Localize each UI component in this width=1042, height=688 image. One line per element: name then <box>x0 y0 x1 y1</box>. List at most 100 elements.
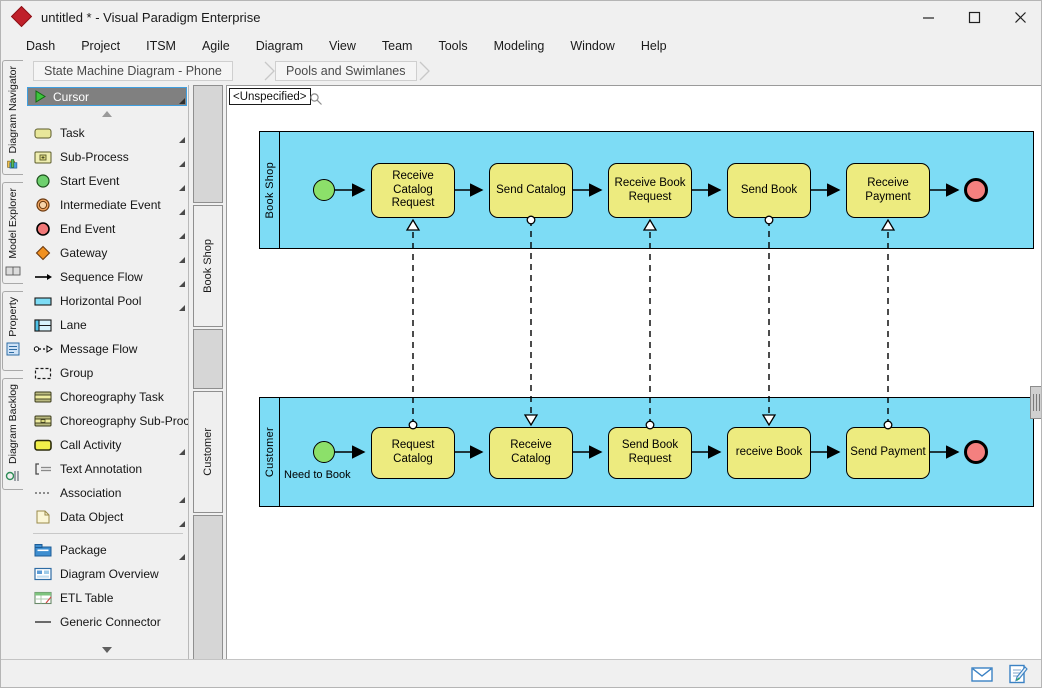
menu-item-agile[interactable]: Agile <box>201 38 230 53</box>
palette-item-package[interactable]: Package <box>25 538 188 562</box>
pool-tab-blank-top[interactable] <box>193 85 223 203</box>
horizontal-pool-icon <box>34 297 52 306</box>
pool-tab-blank-bottom[interactable] <box>193 515 223 661</box>
palette-item-expand-icon[interactable] <box>179 281 185 287</box>
pool-tab-customer[interactable]: Customer <box>193 391 223 513</box>
package-icon <box>34 544 52 557</box>
dock-tab-property[interactable]: Property <box>2 291 23 371</box>
palette-item-label: Horizontal Pool <box>60 294 142 308</box>
palette-cursor-expand-icon[interactable] <box>179 98 185 104</box>
palette-item-association[interactable]: Association <box>25 481 188 505</box>
bpmn-subprocess-icon <box>34 151 52 164</box>
menu-item-tools[interactable]: Tools <box>438 38 468 53</box>
palette-item-expand-icon[interactable] <box>179 233 185 239</box>
diagram-overview-icon <box>34 567 52 581</box>
maximize-button[interactable] <box>951 1 997 33</box>
palette-item-message-flow[interactable]: Message Flow <box>25 337 188 361</box>
palette-item-expand-icon[interactable] <box>179 137 185 143</box>
palette-item-call-activity[interactable]: Call Activity <box>25 433 188 457</box>
end-event-customer[interactable] <box>964 440 988 464</box>
mail-envelope-icon[interactable] <box>971 664 993 684</box>
task-receive-catalog-request[interactable]: Receive Catalog Request <box>371 163 455 218</box>
palette-item-horizontal-pool[interactable]: Horizontal Pool <box>25 289 188 313</box>
menu-item-dash[interactable]: Dash <box>26 38 56 53</box>
start-event-book-shop[interactable] <box>313 179 335 201</box>
window-title: untitled * - Visual Paradigm Enterprise <box>41 9 261 25</box>
start-event-customer[interactable] <box>313 441 335 463</box>
menu-item-view[interactable]: View <box>329 38 356 53</box>
menu-item-diagram[interactable]: Diagram <box>255 38 303 53</box>
palette-item-sequence-flow[interactable]: Sequence Flow <box>25 265 188 289</box>
palette-item-diagram-overview[interactable]: Diagram Overview <box>25 562 188 586</box>
window-controls <box>905 1 1041 33</box>
task-receive-payment[interactable]: Receive Payment <box>846 163 930 218</box>
palette-item-group[interactable]: Group <box>25 361 188 385</box>
palette-item-text-annotation[interactable]: Text Annotation <box>25 457 188 481</box>
task-receive-book[interactable]: receive Book <box>727 427 811 479</box>
palette-item-choreography-sub-process[interactable]: Choreography Sub-Process <box>25 409 188 433</box>
task-send-payment[interactable]: Send Payment <box>846 427 930 479</box>
pool-tab-book-shop[interactable]: Book Shop <box>193 205 223 327</box>
palette-item-expand-icon[interactable] <box>179 161 185 167</box>
palette-item-cursor[interactable]: Cursor <box>27 87 187 106</box>
palette-item-end-event[interactable]: End Event <box>25 217 188 241</box>
palette-item-expand-icon[interactable] <box>179 257 185 263</box>
palette-item-choreography-task[interactable]: Choreography Task <box>25 385 188 409</box>
package-icon-wrap <box>33 542 53 558</box>
menu-item-itsm[interactable]: ITSM <box>146 38 176 53</box>
palette-item-expand-icon[interactable] <box>179 554 185 560</box>
task-receive-catalog[interactable]: Receive Catalog <box>489 427 573 479</box>
task-send-catalog[interactable]: Send Catalog <box>489 163 573 218</box>
palette-item-intermediate-event[interactable]: Intermediate Event <box>25 193 188 217</box>
magnifier-icon[interactable] <box>309 92 323 106</box>
text-annotation-icon <box>35 463 51 475</box>
palette-item-start-event[interactable]: Start Event <box>25 169 188 193</box>
dock-tab-diagram-backlog[interactable]: Diagram Backlog <box>2 378 23 490</box>
palette-item-expand-icon[interactable] <box>179 497 185 503</box>
palette-item-task[interactable]: Task <box>25 121 188 145</box>
close-button[interactable] <box>997 1 1041 33</box>
menu-item-project[interactable]: Project <box>81 38 121 53</box>
palette-scroll-down-button[interactable] <box>25 643 188 657</box>
palette-item-gateway[interactable]: Gateway <box>25 241 188 265</box>
breadcrumb-item-pools-and-swimlanes[interactable]: Pools and Swimlanes <box>275 61 417 81</box>
palette-item-generic-connector[interactable]: Generic Connector <box>25 610 188 634</box>
palette-item-label: Message Flow <box>60 342 138 356</box>
palette-separator <box>25 529 188 538</box>
breadcrumb-item-state-machine-diagram[interactable]: State Machine Diagram - Phone <box>33 61 233 81</box>
pool-tab-book-shop-label: Book Shop <box>202 239 214 293</box>
menu-item-help[interactable]: Help <box>640 38 667 53</box>
end-event-book-shop[interactable] <box>964 178 988 202</box>
menu-item-modeling[interactable]: Modeling <box>493 38 545 53</box>
pool-tab-strip: Book Shop Customer <box>190 85 225 661</box>
minimize-button[interactable] <box>905 1 951 33</box>
message-flow-icon <box>33 345 53 353</box>
dock-tab-model-explorer[interactable]: Model Explorer <box>2 182 23 284</box>
bpmn-intermediate-event-icon-wrap <box>33 197 53 213</box>
palette-item-label: Choreography Task <box>60 390 164 404</box>
canvas-vertical-scrollbar[interactable] <box>1030 386 1041 419</box>
palette-item-label: Text Annotation <box>60 462 143 476</box>
diagram-canvas[interactable]: Book Shop Receive Catalog Request Send C… <box>227 107 1041 661</box>
palette-item-expand-icon[interactable] <box>179 209 185 215</box>
palette-item-data-object[interactable]: Data Object <box>25 505 188 529</box>
dock-tab-diagram-navigator[interactable]: Diagram Navigator <box>2 60 23 175</box>
menu-item-window[interactable]: Window <box>570 38 615 53</box>
palette-scroll-up-button[interactable] <box>25 107 188 121</box>
menu-item-team[interactable]: Team <box>381 38 413 53</box>
task-receive-book-request[interactable]: Receive Book Request <box>608 163 692 218</box>
palette-item-expand-icon[interactable] <box>179 449 185 455</box>
pool-tab-blank-middle[interactable] <box>193 329 223 389</box>
note-edit-icon[interactable] <box>1007 664 1029 684</box>
palette-item-etl-table[interactable]: ETL Table <box>25 586 188 610</box>
task-send-book-request[interactable]: Send Book Request <box>608 427 692 479</box>
task-request-catalog[interactable]: Request Catalog <box>371 427 455 479</box>
palette-item-expand-icon[interactable] <box>179 521 185 527</box>
palette-item-sub-process[interactable]: Sub-Process <box>25 145 188 169</box>
palette-item-expand-icon[interactable] <box>179 305 185 311</box>
task-send-book[interactable]: Send Book <box>727 163 811 218</box>
palette-item-lane[interactable]: Lane <box>25 313 188 337</box>
palette-item-label: Intermediate Event <box>60 198 161 212</box>
unspecified-model-field[interactable]: <Unspecified> <box>229 88 311 105</box>
palette-item-expand-icon[interactable] <box>179 185 185 191</box>
